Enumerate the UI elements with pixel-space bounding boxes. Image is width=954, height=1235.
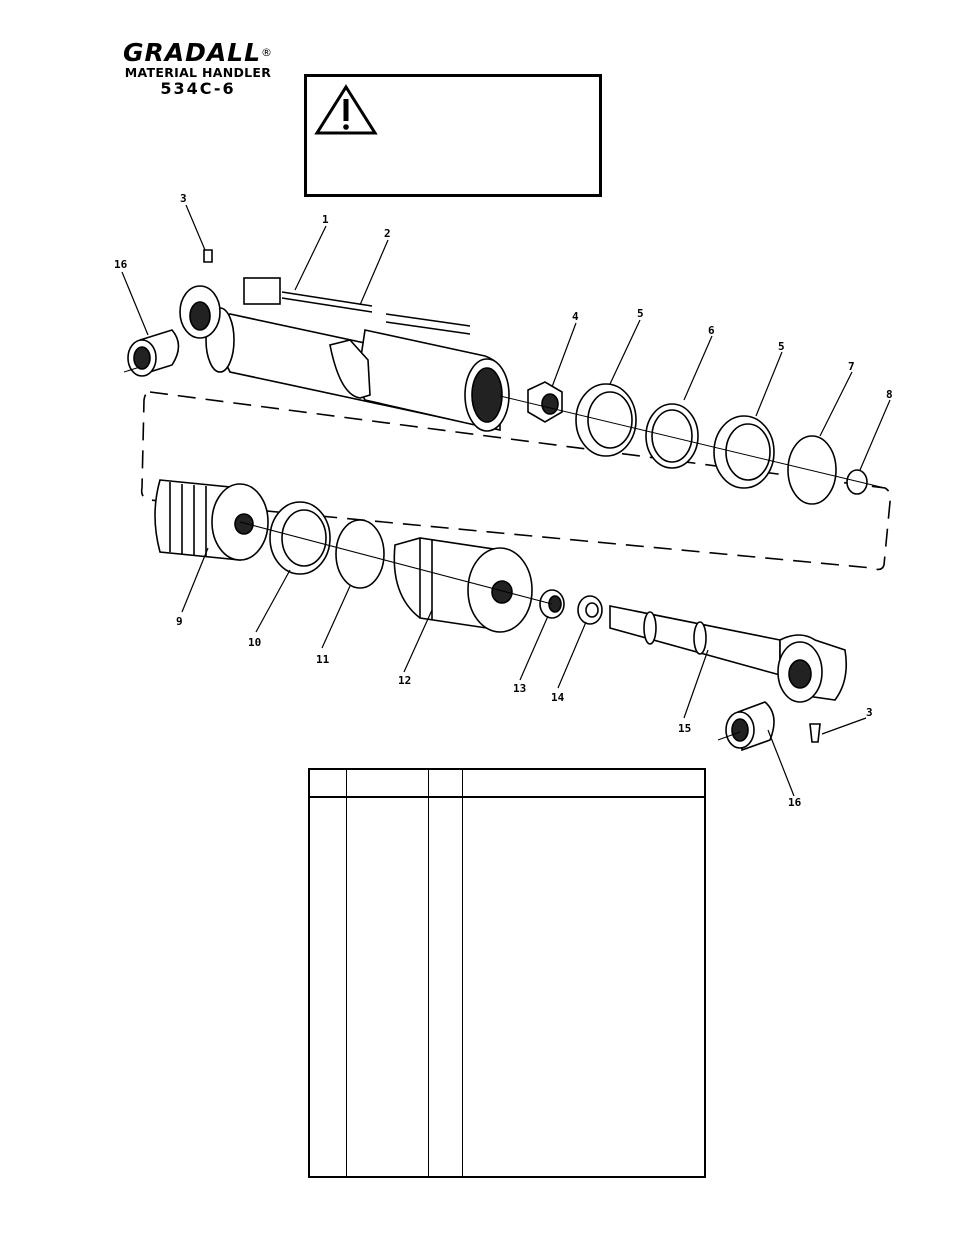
callout-8: 8 xyxy=(886,388,893,401)
callout-10: 10 xyxy=(248,636,261,649)
callout-16b: 16 xyxy=(788,796,802,809)
callout-3b: 3 xyxy=(866,706,873,719)
callout-labels: 1 2 3 3 4 5 5 6 7 8 9 10 11 12 13 14 15 … xyxy=(114,192,893,809)
callout-3a: 3 xyxy=(180,192,187,205)
table-column-rule xyxy=(428,770,429,1176)
logo-brand: GRADALL® xyxy=(122,38,274,67)
parts-list-table xyxy=(308,768,706,1178)
callout-9: 9 xyxy=(176,615,183,628)
callout-12: 12 xyxy=(398,674,411,687)
callout-11: 11 xyxy=(316,653,330,666)
callout-5a: 5 xyxy=(637,307,644,320)
cylinder-barrel-part xyxy=(205,307,510,432)
logo-subtitle: MATERIAL HANDLER xyxy=(124,65,272,80)
barrel-eye-part xyxy=(179,285,221,339)
piston-rod-part xyxy=(609,605,848,703)
callout-13: 13 xyxy=(513,682,526,695)
logo: GRADALL® MATERIAL HANDLER 534C-6 xyxy=(112,40,284,98)
table-column-rule xyxy=(462,770,463,1176)
callout-5b: 5 xyxy=(778,340,785,353)
callout-14: 14 xyxy=(551,691,565,704)
table-column-rule xyxy=(346,770,347,1176)
callout-4: 4 xyxy=(572,310,579,323)
callout-2: 2 xyxy=(384,227,391,240)
piston-part xyxy=(154,479,269,561)
logo-model: 534C-6 xyxy=(160,79,236,98)
warning-triangle-icon xyxy=(314,84,378,135)
callout-15: 15 xyxy=(678,722,691,735)
callout-6: 6 xyxy=(708,324,715,337)
bushing-part xyxy=(127,329,180,377)
warning-box xyxy=(304,74,602,197)
gland-part xyxy=(393,537,533,633)
callout-16a: 16 xyxy=(114,258,128,271)
callout-7: 7 xyxy=(848,360,855,373)
callout-1: 1 xyxy=(322,213,329,226)
table-header-rule xyxy=(310,796,704,798)
